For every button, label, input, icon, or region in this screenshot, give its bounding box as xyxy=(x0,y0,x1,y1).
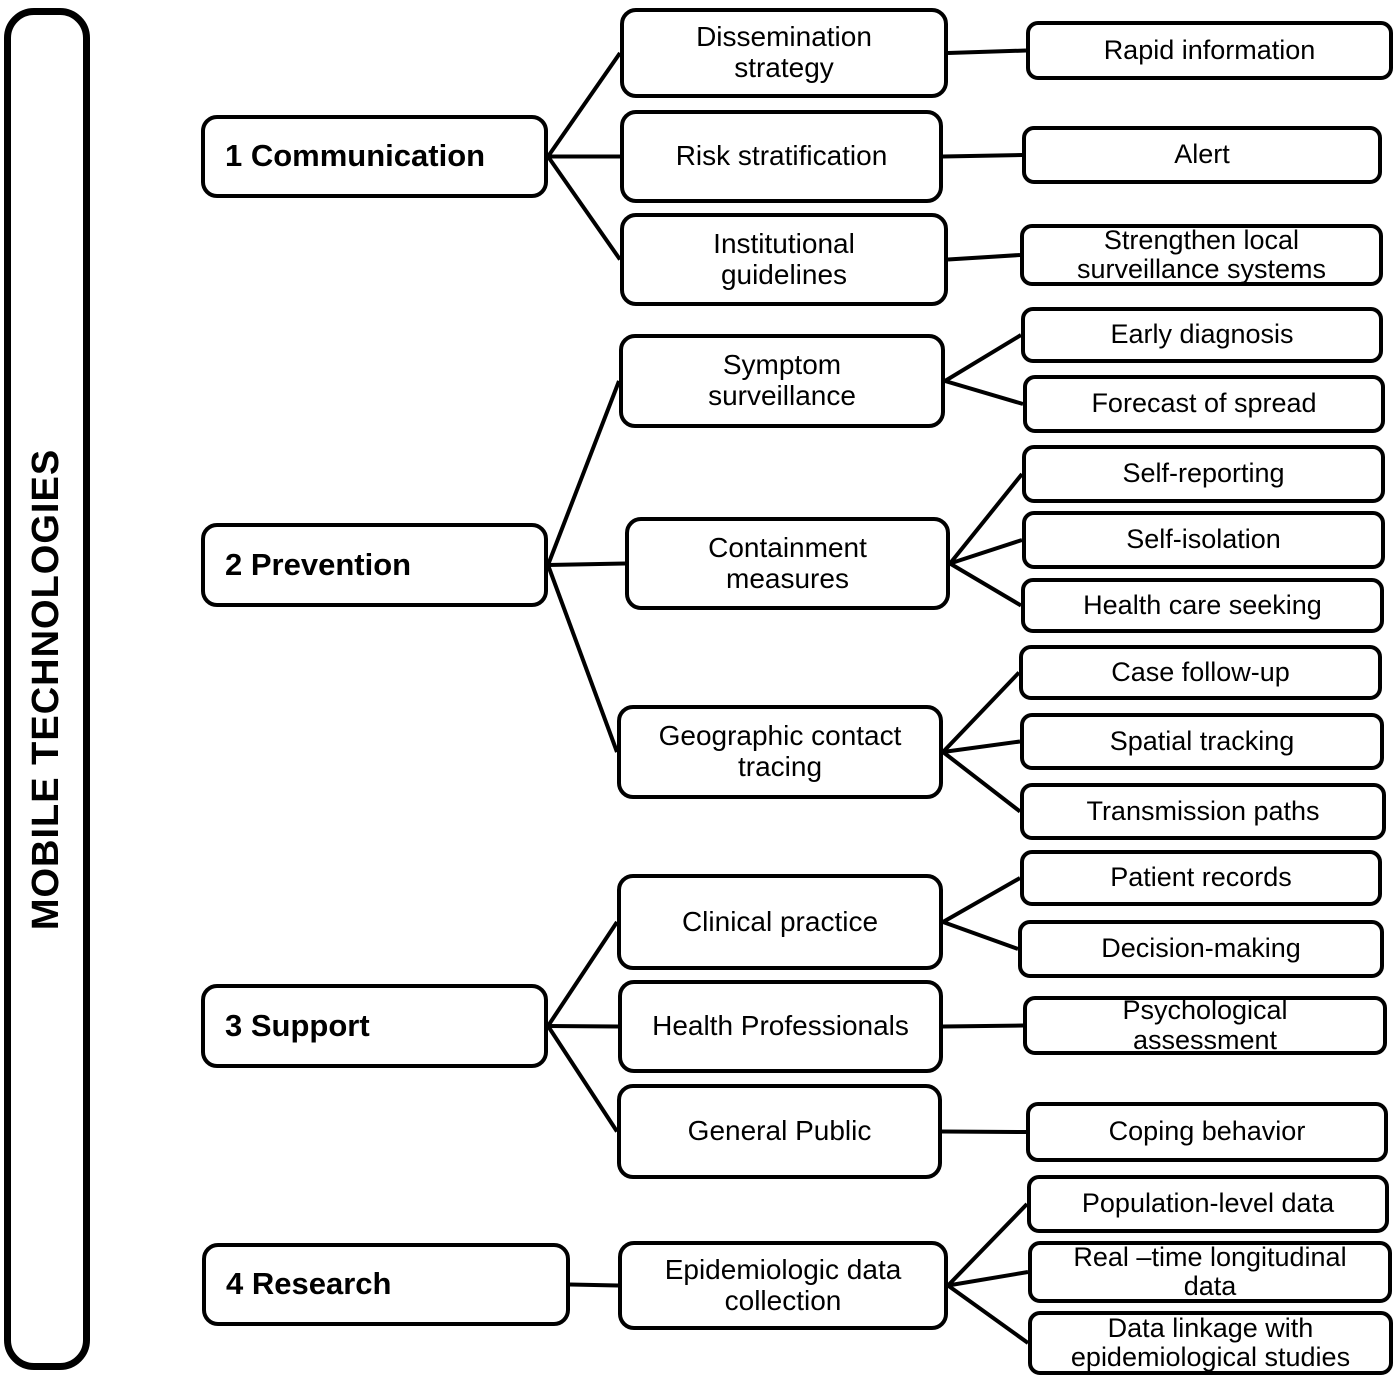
node-label: Patient records xyxy=(1110,862,1292,893)
edge-geographic-to-transmission xyxy=(941,750,1022,814)
root-bar-mobile-technologies: MOBILE TECHNOLOGIES xyxy=(4,8,90,1370)
edge-communication-to-dissemination xyxy=(546,51,622,158)
node-label: Self-reporting xyxy=(1122,458,1285,489)
node-selfisolation: Self-isolation xyxy=(1022,511,1385,569)
edge-geographic-to-casefollowup xyxy=(941,671,1021,754)
edge-support-to-clinical xyxy=(546,920,619,1028)
node-label: Spatial tracking xyxy=(1109,725,1295,756)
edge-clinical-to-patientrecords xyxy=(942,876,1021,924)
edge-clinical-to-decisionmaking xyxy=(942,920,1019,951)
edge-prevention-to-geographic xyxy=(546,564,619,753)
node-rapid: Rapid information xyxy=(1026,21,1393,80)
node-decisionmaking: Decision-making xyxy=(1018,920,1384,978)
edge-symptom-to-forecast xyxy=(944,379,1024,406)
node-label: Population-level data xyxy=(1081,1188,1335,1219)
node-label: Clinical practice xyxy=(681,905,879,937)
node-label: Case follow-up xyxy=(1111,656,1290,687)
node-label: Transmission paths xyxy=(1086,795,1320,826)
node-coping: Coping behavior xyxy=(1026,1102,1388,1162)
edge-containment-to-selfreport xyxy=(948,472,1024,565)
node-support: 3 Support xyxy=(201,984,548,1068)
node-patientrecords: Patient records xyxy=(1020,850,1382,906)
edge-geographic-to-spatial xyxy=(942,739,1021,754)
node-risk: Risk stratification xyxy=(620,110,943,203)
edge-containment-to-healthcare xyxy=(948,561,1023,608)
edge-research-to-epidemiologic xyxy=(569,1282,619,1288)
node-label: Early diagnosis xyxy=(1110,319,1294,350)
edge-dissemination-to-rapid xyxy=(947,48,1027,55)
node-selfreport: Self-reporting xyxy=(1022,445,1385,503)
edge-risk-to-alert xyxy=(942,153,1023,159)
node-genpublic: General Public xyxy=(617,1084,942,1179)
edge-epidemiologic-to-datalinkage xyxy=(946,1283,1030,1345)
node-healthcare: Health care seeking xyxy=(1021,578,1384,633)
edge-epidemiologic-to-realtime xyxy=(947,1270,1029,1288)
node-label: Health Professionals xyxy=(652,1010,909,1042)
node-population: Population-level data xyxy=(1027,1175,1389,1233)
node-early: Early diagnosis xyxy=(1021,307,1383,363)
edge-healthprof-to-psychological xyxy=(942,1023,1024,1029)
node-clinical: Clinical practice xyxy=(617,874,943,970)
edge-support-to-genpublic xyxy=(546,1024,619,1133)
edge-symptom-to-early xyxy=(943,333,1023,383)
node-label: Forecast of spread xyxy=(1091,388,1317,419)
node-spatial: Spatial tracking xyxy=(1020,713,1384,770)
node-transmission: Transmission paths xyxy=(1020,783,1386,840)
edge-genpublic-to-coping xyxy=(941,1129,1027,1134)
node-alert: Alert xyxy=(1022,126,1382,184)
node-healthprof: Health Professionals xyxy=(618,980,943,1073)
edge-epidemiologic-to-population xyxy=(946,1202,1029,1287)
node-label: Decision-making xyxy=(1101,933,1301,964)
node-label: Risk stratification xyxy=(675,140,888,172)
node-label: General Public xyxy=(687,1115,872,1147)
node-communication: 1 Communication xyxy=(201,115,548,198)
node-casefollowup: Case follow-up xyxy=(1019,645,1382,700)
edge-prevention-to-symptom xyxy=(546,380,621,566)
node-research: 4 Research xyxy=(202,1243,570,1326)
edge-communication-to-institutional xyxy=(546,155,622,261)
node-label: Rapid information xyxy=(1103,34,1316,65)
node-label: 1 Communication xyxy=(225,138,486,174)
edge-support-to-healthprof xyxy=(547,1024,619,1029)
edge-containment-to-selfisolation xyxy=(949,538,1023,566)
node-label: 4 Research xyxy=(226,1266,392,1302)
root-bar-label: MOBILE TECHNOLOGIES xyxy=(25,448,68,930)
node-label: 2 Prevention xyxy=(225,546,412,582)
node-label: Coping behavior xyxy=(1108,1116,1306,1147)
edge-prevention-to-containment xyxy=(547,561,626,567)
node-label: Alert xyxy=(1174,139,1230,170)
node-label: 3 Support xyxy=(225,1007,370,1043)
edge-institutional-to-strengthen xyxy=(947,253,1021,262)
node-prevention: 2 Prevention xyxy=(201,523,548,607)
node-forecast: Forecast of spread xyxy=(1023,375,1385,433)
node-label: Health care seeking xyxy=(1083,589,1322,620)
node-label: Self-isolation xyxy=(1126,524,1281,555)
